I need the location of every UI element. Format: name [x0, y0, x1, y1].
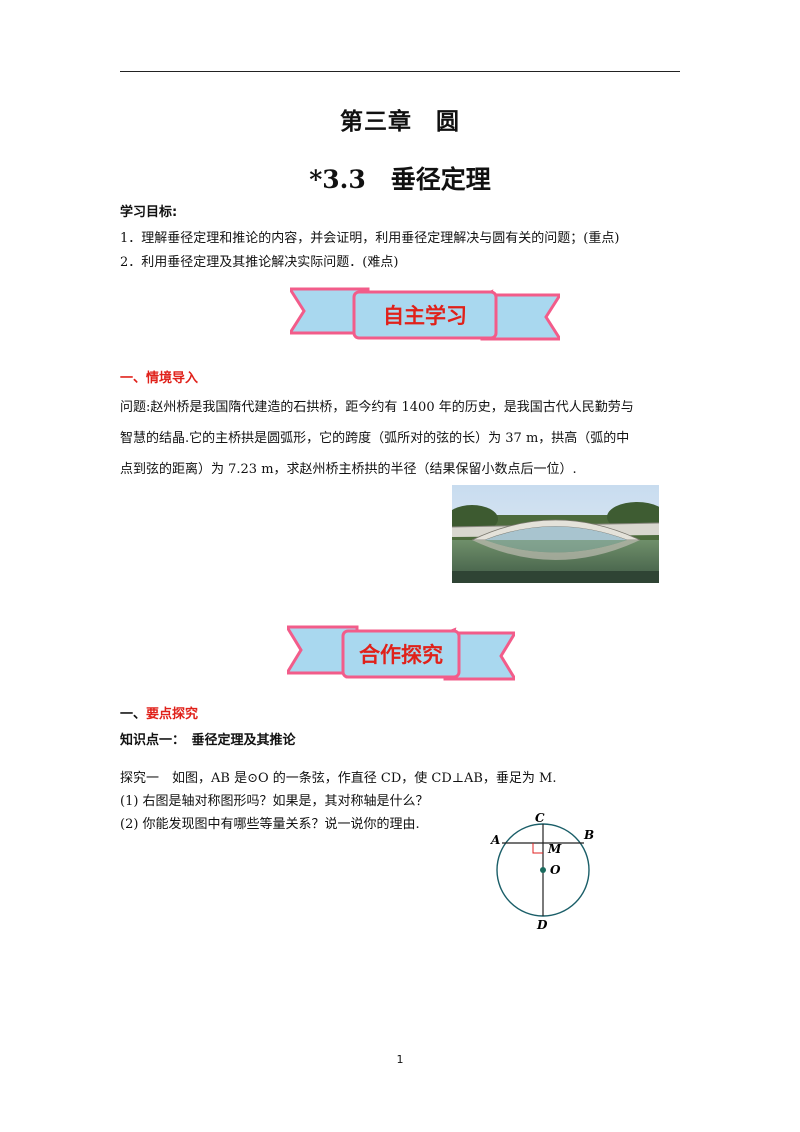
label-c: C	[535, 811, 545, 825]
label-m: M	[547, 842, 562, 856]
center-dot	[540, 867, 546, 873]
explore-intro: 探究一 如图，AB 是⊙O 的一条弦，作直径 CD，使 CD⊥AB，垂足为 M.	[120, 771, 557, 786]
header-rule	[120, 71, 680, 72]
page-number: 1	[396, 1053, 404, 1066]
situation-heading: 一、情境导入	[120, 371, 199, 386]
knowledge-point-title: 知识点一： 垂径定理及其推论	[120, 733, 296, 748]
label-a: A	[490, 833, 500, 847]
situation-line: 点到弦的距离）为 7.23 m，求赵州桥主桥拱的半径（结果保留小数点后一位）.	[120, 462, 577, 477]
label-d: D	[536, 918, 548, 932]
self-study-banner: 自主学习	[290, 287, 560, 343]
situation-line: 问题:赵州桥是我国隋代建造的石拱桥，距今约有 1400 年的历史，是我国古代人民…	[120, 400, 634, 415]
self-study-banner-label: 自主学习	[383, 304, 467, 328]
label-o: O	[550, 863, 561, 877]
right-angle-mark	[532, 843, 543, 854]
explore-heading-red: 要点探究	[146, 707, 199, 722]
objective-item: 2．利用垂径定理及其推论解决实际问题．(难点)	[120, 255, 399, 270]
objective-item: 1．理解垂径定理和推论的内容，并会证明，利用垂径定理解决与圆有关的问题；(重点)	[120, 231, 620, 246]
explore-heading: 一、要点探究	[120, 703, 198, 722]
label-b: B	[583, 828, 594, 842]
question-1: (1) 右图是轴对称图形吗？如果是，其对称轴是什么？	[120, 794, 429, 809]
cooperate-banner: 合作探究	[287, 625, 515, 683]
section-title: *3.3 垂径定理	[309, 165, 491, 194]
objectives-list: 1．理解垂径定理和推论的内容，并会证明，利用垂径定理解决与圆有关的问题；(重点)…	[120, 227, 700, 275]
situation-line: 智慧的结晶.它的主桥拱是圆弧形，它的跨度（弧所对的弦的长）为 37 m，拱高（弧…	[120, 431, 630, 446]
objectives-heading: 学习目标:	[120, 205, 178, 220]
situation-text: 问题:赵州桥是我国隋代建造的石拱桥，距今约有 1400 年的历史，是我国古代人民…	[120, 392, 700, 485]
circle-figure: C A B M O D	[485, 808, 605, 937]
question-2: (2) 你能发现图中有哪些等量关系？说一说你的理由.	[120, 817, 420, 832]
zhaozhou-bridge-photo	[452, 485, 659, 583]
chapter-title: 第三章 圆	[340, 108, 460, 135]
explore-heading-prefix: 一、	[120, 707, 147, 722]
cooperate-banner-label: 合作探究	[359, 643, 443, 667]
